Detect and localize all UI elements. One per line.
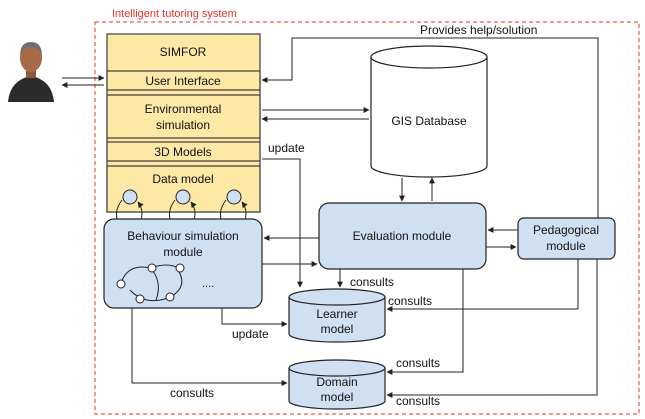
eval-to-domain-arrow — [386, 269, 464, 375]
update-top-arrow — [262, 158, 303, 288]
gis-database: GIS Database — [370, 45, 488, 178]
environmental-simulation-label-2: simulation — [156, 118, 210, 132]
update-bottom-arrow — [221, 308, 288, 327]
domain-model-label-1: Domain — [316, 375, 357, 389]
update-bottom-label: update — [232, 327, 269, 341]
user-avatar-icon — [8, 42, 54, 102]
simfor-block: SIMFOR User Interface Environmental simu… — [106, 33, 261, 213]
consults-eval-domain-label: consults — [396, 356, 440, 370]
data-model-label: Data model — [152, 172, 213, 186]
environmental-simulation-label-1: Environmental — [145, 102, 222, 116]
data-model-entity-3 — [226, 189, 242, 205]
help-solution-arrow — [261, 37, 599, 218]
behaviour-module-label-2: module — [163, 245, 203, 259]
provides-help-label: Provides help/solution — [420, 23, 537, 37]
consults-ped-learner-label: consults — [388, 294, 432, 308]
learner-model: Learner model — [288, 288, 386, 343]
update-top-label: update — [268, 141, 305, 155]
its-frame — [94, 21, 640, 415]
data-model-entity-1 — [122, 189, 138, 205]
models-3d-label: 3D Models — [154, 145, 211, 159]
consults-ped-domain-label: consults — [396, 394, 440, 408]
behaviour-ellipsis: .... — [202, 278, 214, 290]
pedagogical-module: Pedagogical module — [517, 217, 616, 260]
learner-model-label-2: model — [321, 322, 354, 336]
behaviour-simulation-module: Behaviour simulation module .... — [103, 218, 263, 309]
learner-model-label-1: Learner — [316, 307, 357, 321]
domain-model-label-2: model — [321, 390, 354, 404]
pedagogical-module-label-1: Pedagogical — [533, 223, 599, 237]
consults-behav-domain-label: consults — [170, 386, 214, 400]
state-machine-graph — [116, 263, 185, 304]
ped-to-learner-arrow — [386, 259, 579, 312]
user-interface-label: User Interface — [145, 74, 221, 88]
evaluation-module: Evaluation module — [318, 202, 487, 270]
gis-database-label: GIS Database — [391, 114, 467, 128]
behaviour-module-label-1: Behaviour simulation — [127, 229, 238, 243]
data-model-entity-2 — [175, 189, 191, 205]
user-interface-box — [106, 70, 261, 91]
environmental-simulation-box — [106, 94, 261, 139]
domain-model: Domain model — [288, 359, 386, 410]
simfor-title: SIMFOR — [160, 45, 207, 59]
evaluation-module-label: Evaluation module — [353, 229, 452, 243]
ped-to-domain-arrow — [386, 259, 598, 398]
pedagogical-module-label-2: module — [546, 239, 586, 253]
consults-eval-learner-label: consults — [350, 275, 394, 289]
behaviour-to-domain-arrow — [131, 308, 288, 386]
models-3d-box — [106, 141, 261, 162]
its-frame-title: Intelligent tutoring system — [112, 8, 237, 20]
